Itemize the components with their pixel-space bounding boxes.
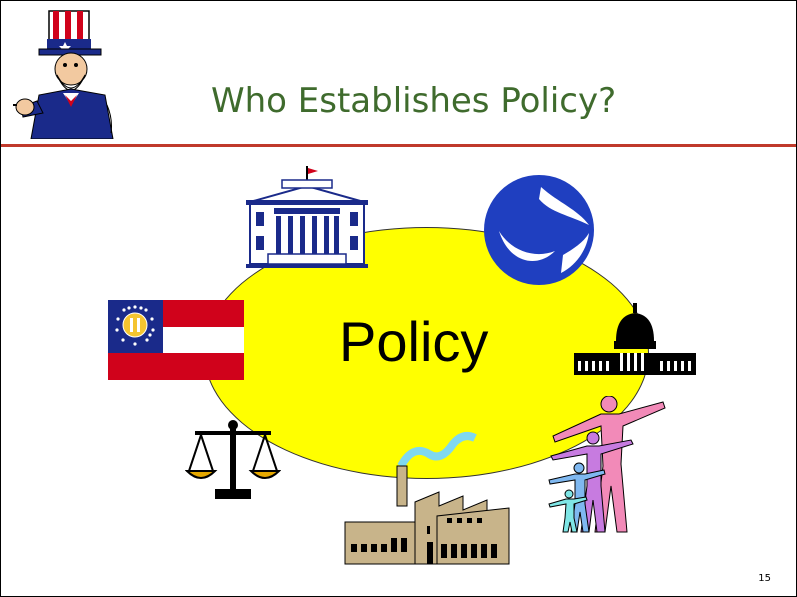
- dot-logo-icon: [484, 175, 594, 285]
- people-icon: [548, 396, 666, 533]
- white-house-icon: [246, 166, 368, 268]
- page-number: 15: [758, 573, 771, 584]
- capitol-icon: [574, 303, 696, 375]
- scales-of-justice-icon: [185, 420, 281, 499]
- policy-label: Policy: [339, 310, 489, 373]
- title-divider: [1, 144, 796, 147]
- uncle-sam-icon: [13, 10, 114, 139]
- factory-icon: [344, 432, 510, 565]
- georgia-flag-icon: [108, 300, 244, 380]
- slide-title: Who Establishes Policy?: [211, 81, 617, 121]
